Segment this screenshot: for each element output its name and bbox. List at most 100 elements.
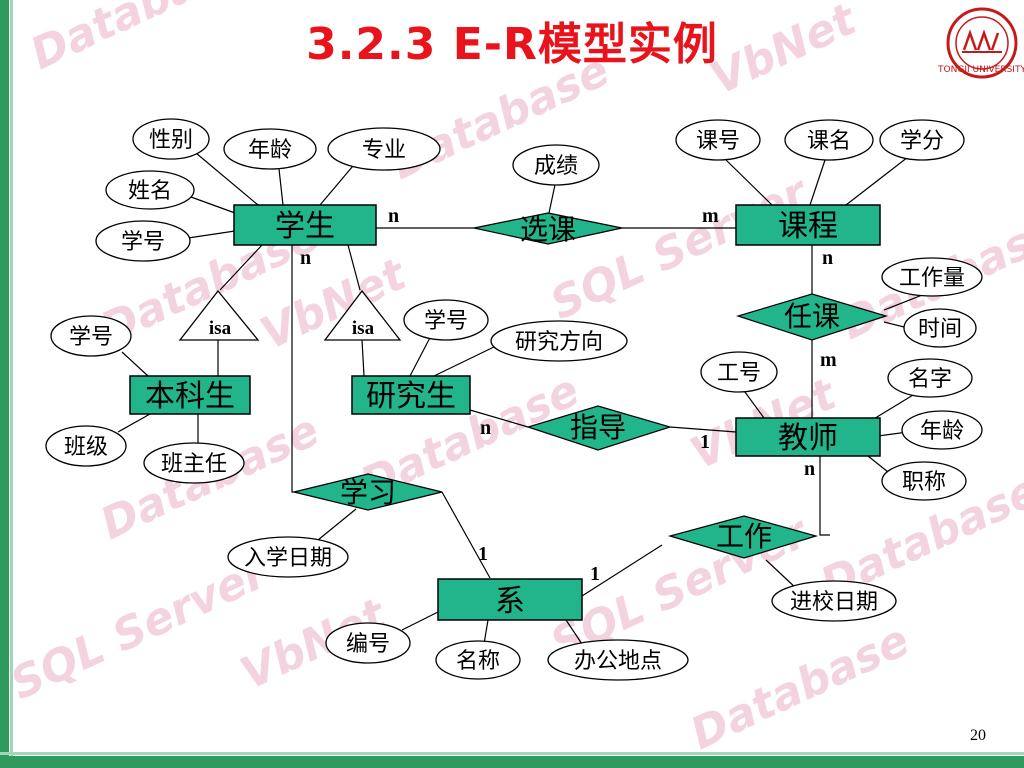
svg-text:学分: 学分 (900, 129, 944, 154)
relationship-select: 选课 (473, 212, 623, 246)
attribute-undergrad-class: 班级 (45, 425, 127, 467)
svg-text:学号: 学号 (69, 325, 113, 350)
attribute-student-id: 学号 (95, 220, 191, 262)
attribute-teacher-name: 名字 (887, 358, 973, 398)
cardinality-label: 1 (590, 563, 600, 585)
svg-text:进校日期: 进校日期 (790, 590, 878, 615)
entity-department: 系 (437, 578, 583, 621)
attribute-teach-workload: 工作量 (881, 257, 983, 297)
attributes: 性别 年龄 专业 姓名 学号 成绩 (45, 118, 983, 681)
cardinality-label: n (388, 205, 399, 227)
attribute-student-gender: 性别 (132, 118, 210, 160)
cardinality-label: n (804, 458, 815, 480)
connector-lines (117, 147, 931, 645)
svg-text:研究方向: 研究方向 (515, 330, 603, 355)
cardinality-label: 1 (478, 543, 488, 565)
svg-text:教师: 教师 (778, 421, 838, 456)
svg-text:班主任: 班主任 (161, 452, 227, 477)
svg-text:性别: 性别 (149, 128, 193, 153)
attribute-grad-id: 学号 (403, 299, 489, 341)
isa-undergrad-triangle: isa (178, 289, 260, 341)
svg-text:工作: 工作 (716, 520, 772, 553)
logo-caption: TONGJI UNIVERSITY (937, 65, 1024, 75)
svg-text:学号: 学号 (424, 309, 468, 334)
slide-title: 3.2.3 E-R模型实例 (306, 19, 718, 70)
relationship-study: 学习 (293, 473, 443, 511)
cardinality-label: n (822, 247, 833, 269)
attribute-undergrad-id: 学号 (50, 315, 132, 357)
attribute-course-id: 课号 (675, 119, 761, 161)
svg-text:年龄: 年龄 (920, 419, 964, 444)
left-accent-band (0, 0, 9, 768)
relationship-teach: 任课 (735, 293, 889, 341)
watermark-text: Database (683, 615, 917, 760)
relationship-work: 工作 (667, 515, 819, 559)
attribute-grad-direction: 研究方向 (490, 320, 628, 362)
svg-text:姓名: 姓名 (128, 179, 172, 204)
cardinality-label: n (480, 417, 491, 439)
attribute-teacher-age: 年龄 (901, 410, 983, 450)
svg-text:年龄: 年龄 (248, 138, 292, 163)
attribute-undergrad-advisor: 班主任 (143, 442, 245, 484)
svg-text:学习: 学习 (340, 476, 396, 509)
svg-text:isa: isa (209, 318, 232, 339)
attribute-work-date: 进校日期 (771, 580, 897, 622)
attribute-teacher-title: 职称 (881, 461, 967, 501)
bottom-accent-band (0, 756, 1024, 768)
svg-text:isa: isa (352, 318, 375, 339)
attribute-student-age: 年龄 (223, 128, 317, 170)
svg-text:时间: 时间 (918, 317, 962, 342)
watermark-text: SQL Server (3, 546, 277, 710)
svg-text:研究生: 研究生 (366, 379, 456, 414)
svg-text:编号: 编号 (346, 632, 390, 657)
svg-text:名字: 名字 (908, 367, 952, 392)
svg-text:系: 系 (495, 584, 525, 619)
attribute-dept-id: 编号 (325, 622, 411, 664)
entities: 学生 课程 本科生 研究生 教师 系 (129, 204, 881, 621)
svg-text:工号: 工号 (717, 361, 761, 386)
entity-student: 学生 (233, 204, 377, 246)
svg-text:课号: 课号 (696, 129, 740, 154)
attribute-course-name: 课名 (784, 119, 874, 161)
attribute-study-date: 入学日期 (227, 536, 349, 578)
attribute-teacher-id: 工号 (700, 351, 778, 393)
cardinality-label: 1 (700, 431, 710, 453)
svg-text:办公地点: 办公地点 (574, 649, 662, 674)
svg-text:选课: 选课 (520, 213, 576, 246)
svg-text:名称: 名称 (456, 649, 500, 674)
svg-text:学号: 学号 (121, 230, 165, 255)
cardinality-label: n (300, 247, 311, 269)
attribute-student-name: 姓名 (105, 170, 195, 210)
isa-graduate-triangle: isa (323, 289, 402, 341)
attribute-teach-time: 时间 (903, 308, 977, 348)
svg-text:本科生: 本科生 (145, 379, 235, 414)
cardinality-label: m (820, 349, 837, 371)
svg-text:指导: 指导 (570, 411, 626, 444)
university-seal-icon: TONGJI UNIVERSITY (937, 7, 1024, 79)
svg-text:班级: 班级 (64, 435, 108, 460)
svg-text:专业: 专业 (362, 138, 406, 163)
relationship-guide: 指导 (525, 405, 673, 451)
cardinality-label: m (702, 205, 719, 227)
entity-course: 课程 (735, 204, 881, 246)
svg-text:任课: 任课 (784, 300, 840, 333)
left-accent-stripe (10, 0, 13, 768)
cardinalities: n m n n m n 1 n 1 1 (300, 205, 837, 585)
attribute-dept-name: 名称 (435, 640, 521, 680)
entity-graduate: 研究生 (351, 375, 471, 415)
page-number: 20 (970, 727, 986, 744)
attribute-select-grade: 成绩 (512, 144, 600, 186)
relationships: 选课 任课 指导 学习 工作 (293, 212, 889, 559)
entity-undergrad: 本科生 (129, 375, 251, 415)
svg-text:成绩: 成绩 (534, 154, 578, 179)
svg-text:职称: 职称 (902, 470, 946, 495)
svg-text:入学日期: 入学日期 (244, 546, 332, 571)
attribute-dept-office: 办公地点 (547, 639, 689, 681)
svg-text:工作量: 工作量 (899, 266, 965, 291)
svg-text:课程: 课程 (778, 209, 838, 244)
attribute-student-major: 专业 (327, 127, 441, 171)
svg-text:学生: 学生 (275, 209, 335, 244)
bottom-accent-stripe (0, 752, 1024, 755)
